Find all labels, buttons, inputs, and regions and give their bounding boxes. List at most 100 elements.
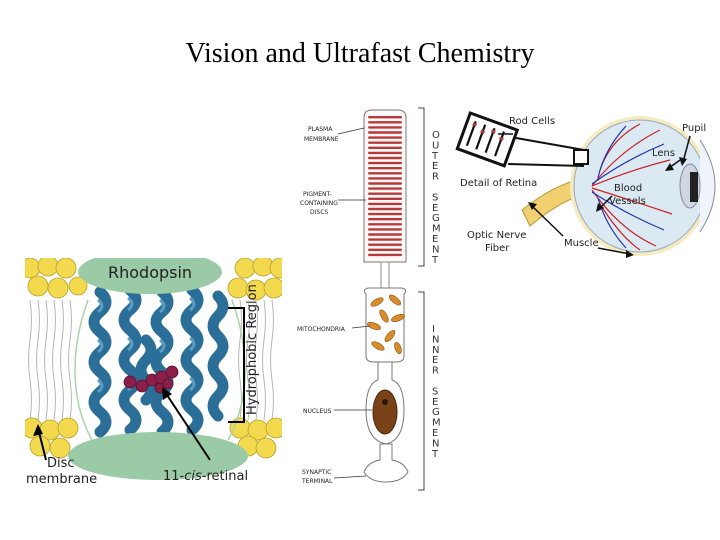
nucleus (372, 389, 398, 435)
segment-letter: G (432, 213, 440, 224)
disc-membrane-arrow (33, 424, 47, 461)
blood-vessels-label-2: Vessels (609, 196, 646, 207)
pupil-label: Pupil (682, 123, 706, 134)
retinal-molecule (123, 365, 179, 394)
mitochondria (367, 294, 405, 355)
retina-magnifier-lines (507, 137, 585, 167)
pigment-disc (368, 197, 402, 200)
plasma-membrane-label-2: MEMBRANE (304, 136, 339, 143)
connecting-cilium (380, 261, 390, 291)
retina-detail-inset (455, 111, 520, 168)
segment-letter: N (432, 345, 439, 356)
inner-segment-bracket (418, 291, 425, 491)
segment-letter: E (432, 355, 438, 366)
lens-label: Lens (652, 148, 675, 159)
synaptic-terminal (363, 443, 409, 483)
segment-letter: M (432, 418, 441, 429)
eye-arrowheads (528, 157, 687, 258)
retina-detail-marker (573, 149, 589, 165)
mitochondria-label: MITOCHONDRIA (297, 326, 346, 333)
membrane-outline-left (74, 299, 93, 441)
segment-letter: E (432, 397, 438, 408)
rod-cells-label: Rod Cells (509, 116, 555, 127)
plasma-membrane-label-1: PLASMA (308, 126, 333, 133)
pigment-disc (368, 212, 402, 216)
segment-letter: E (432, 203, 438, 214)
pigment-discs (368, 116, 402, 257)
pigment-disc (368, 177, 402, 180)
protein-helices (88, 284, 229, 438)
rod-cell-panel (333, 107, 425, 491)
segment-letter: E (432, 234, 438, 245)
pigment-disc (368, 141, 402, 144)
pigment-disc (368, 253, 402, 257)
pigment-disc (368, 161, 402, 165)
segment-letter: U (432, 140, 439, 151)
rhodopsin-label: Rhodopsin (108, 263, 192, 282)
protein-cap-top (78, 258, 222, 294)
slide-title: Vision and Ultrafast Chemistry (185, 38, 535, 69)
retinal-arrow (162, 387, 211, 461)
pigment-disc (368, 121, 402, 124)
disc-membrane-label-line1: Disc (47, 456, 75, 471)
blood-vessels-label-1: Blood (614, 183, 642, 194)
synaptic-terminal-label-2: TERMINAL (301, 478, 333, 485)
pigment-disc (368, 233, 402, 236)
protein-cap-bottom (68, 432, 248, 480)
optic-nerve-label-2: Fiber (485, 243, 510, 254)
segment-letter: M (432, 224, 441, 235)
disc-membrane-label-line2: membrane (26, 472, 97, 487)
pigment-disc (368, 187, 402, 190)
pigment-disc (368, 207, 402, 211)
pigment-disc (368, 151, 402, 155)
segment-letter: G (432, 407, 440, 418)
outer-segment-bracket (418, 107, 425, 267)
segment-letter: N (432, 438, 439, 449)
cornea (699, 139, 716, 233)
pigment-discs-label-1: PIGMENT- (303, 191, 332, 198)
eye-panel (455, 111, 716, 258)
nucleolus (382, 399, 388, 405)
pigment-disc (368, 192, 402, 195)
pigment-disc (368, 223, 402, 226)
optic-nerve-label-1: Optic Nerve (467, 230, 526, 241)
segment-letter: R (432, 366, 439, 377)
pigment-disc (368, 116, 402, 119)
segment-letter: T (431, 255, 439, 266)
segment-letter: T (431, 449, 439, 460)
detail-of-retina-label: Detail of Retina (460, 178, 537, 189)
pigment-disc (368, 136, 402, 139)
muscle-label: Muscle (564, 238, 599, 249)
nucleus-label: NUCLEUS (303, 408, 332, 415)
pigment-disc (368, 202, 402, 206)
pigment-disc (368, 238, 402, 241)
hydrophobic-region-bracket (228, 307, 245, 423)
segment-letter: R (432, 172, 439, 183)
pigment-disc (368, 146, 402, 149)
segment-letter: E (432, 428, 438, 439)
segment-letter: T (431, 151, 439, 162)
lipid-tails (28, 299, 274, 421)
segment-letter: N (432, 334, 439, 345)
segment-letter: E (432, 161, 438, 172)
segment-letter: I (432, 324, 435, 335)
rod-leader-lines (333, 127, 372, 479)
segment-letter: S (432, 192, 438, 203)
pupil (690, 172, 698, 202)
lipid-heads-top (25, 258, 282, 301)
pigment-disc (368, 243, 402, 246)
pigment-disc (368, 228, 402, 231)
pigment-disc (368, 218, 402, 221)
pigment-disc (368, 182, 402, 185)
pigment-disc (368, 126, 402, 129)
segment-letter: S (432, 386, 438, 397)
synaptic-terminal-label-1: SYNAPTIC (302, 469, 331, 476)
segment-letter: O (432, 130, 440, 141)
pigment-disc (368, 131, 402, 134)
retinal-label: 11-cis-retinal (163, 469, 248, 484)
hydrophobic-region-label: Hydrophobic Region (245, 284, 260, 415)
segment-letter: N (432, 244, 439, 255)
